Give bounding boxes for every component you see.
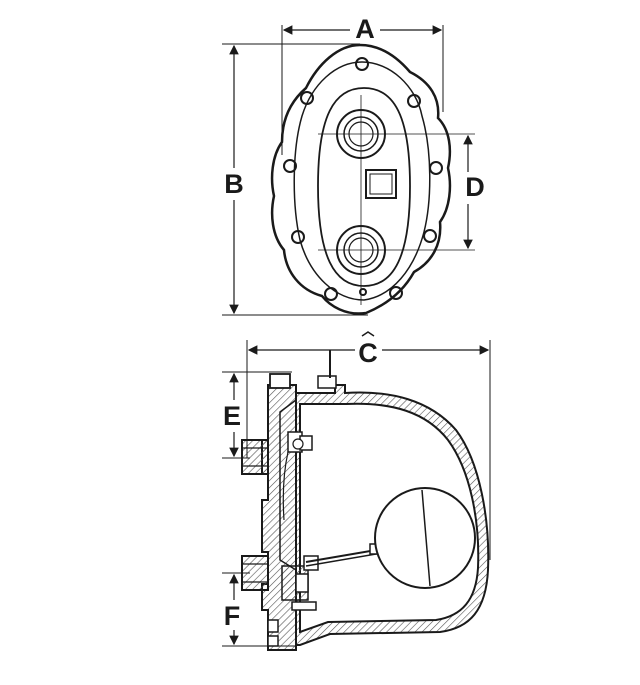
valve-mechanism [281,555,319,611]
square-lug [365,169,397,199]
upper-inlet [241,439,269,475]
dimension-c: C [246,331,491,560]
cover-bolt-holes [283,57,443,301]
cover-inner-ridge [293,61,431,301]
dimension-label-b: B [224,169,244,199]
dimension-b: B [222,43,368,316]
dimension-label-d: D [465,172,485,202]
dimension-label-a: A [355,14,375,44]
cover-flange-section [261,384,297,651]
dimension-d: D [463,134,485,250]
float-ball [374,487,476,589]
dimension-label-c: C [358,338,378,368]
trap-body-section-view [241,350,490,651]
cover-plate-front-view [270,43,475,315]
dimension-label-e: E [223,401,241,431]
dimension-a: A [281,14,444,155]
cover-boss-oval [317,87,411,287]
body-shell [295,384,490,646]
dimension-label-f: F [224,601,241,631]
dimension-e: E [222,371,292,459]
air-vent-assembly [282,431,313,521]
top-bolt [269,373,291,389]
dimension-f: F [222,572,296,647]
